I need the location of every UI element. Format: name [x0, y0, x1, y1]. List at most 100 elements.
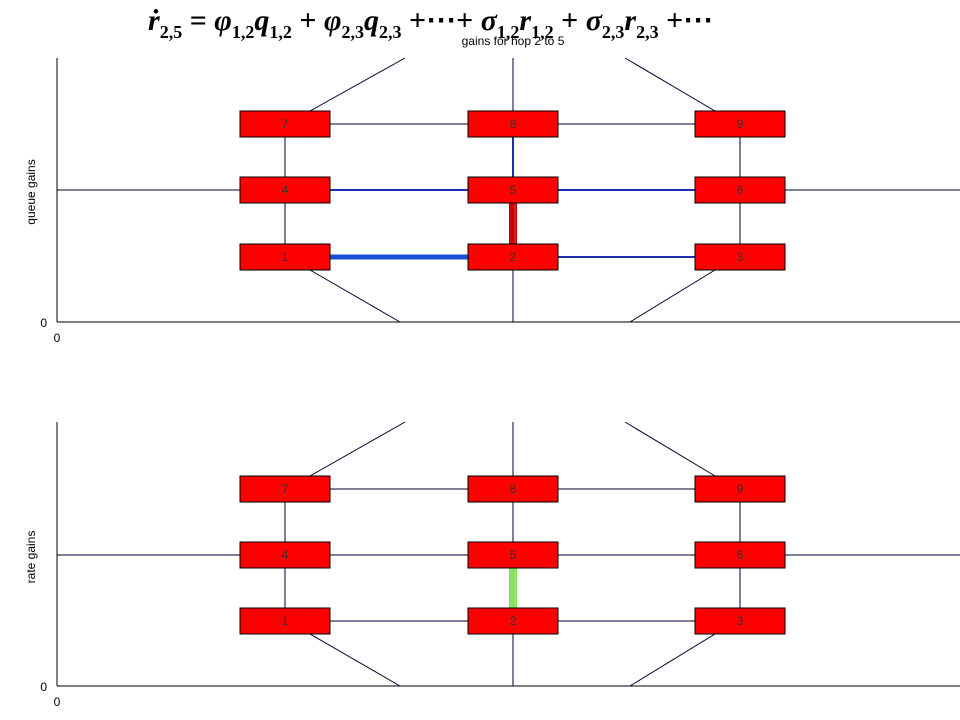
subtitle: gains for hop 2 to 5	[462, 34, 565, 48]
node-box	[467, 475, 559, 503]
node-4: 4	[239, 541, 331, 569]
node-box	[239, 243, 331, 271]
equation: ṙ2,5 = φ1,2q1,2 + φ2,3q2,3 +⋯+ σ1,2r1,2 …	[148, 4, 713, 42]
edge-diagonal	[309, 269, 401, 323]
eq-t1-sym: φ	[214, 4, 232, 37]
node-label: 3	[737, 614, 744, 628]
node-box	[694, 110, 786, 138]
queue-gains-highlights	[330, 137, 695, 260]
y-zero-label: 0	[40, 316, 47, 330]
node-2: 2	[467, 243, 559, 271]
node-label: 2	[510, 614, 517, 628]
node-label: 6	[737, 183, 744, 197]
node-box	[694, 541, 786, 569]
edge-diagonal	[624, 57, 716, 112]
node-box	[694, 475, 786, 503]
eq-t2-op: +⋯+	[402, 4, 481, 37]
node-label: 9	[737, 482, 744, 496]
node-6: 6	[694, 541, 786, 569]
edge-diagonal	[309, 57, 406, 112]
node-box	[694, 176, 786, 204]
node-label: 9	[737, 117, 744, 131]
eq-t2-sym: φ	[324, 4, 342, 37]
eq-t1-sub: 1,2	[232, 22, 255, 42]
edge-diagonal	[309, 633, 401, 687]
edge-diagonal	[629, 269, 716, 323]
eq-lhs: ṙ	[148, 4, 160, 37]
rate-gains-highlights	[509, 568, 517, 608]
rate-gains-axes	[56, 422, 960, 687]
eq-t1-vsub: 1,2	[269, 22, 292, 42]
node-box	[239, 110, 331, 138]
node-3: 3	[694, 607, 786, 635]
eq-t1-op: +	[292, 4, 324, 37]
x-zero-label: 0	[54, 331, 61, 345]
edge-diagonal	[309, 421, 406, 477]
node-5: 5	[467, 541, 559, 569]
node-box	[694, 243, 786, 271]
node-box	[467, 243, 559, 271]
node-box	[467, 176, 559, 204]
node-1: 1	[239, 243, 331, 271]
node-label: 2	[510, 250, 517, 264]
node-box	[467, 541, 559, 569]
node-label: 7	[282, 117, 289, 131]
queue-gains-nodes: 1 2 3 4 5 6 7 8 9	[239, 110, 786, 271]
x-zero-label: 0	[54, 695, 61, 709]
node-label: 1	[282, 250, 289, 264]
node-label: 4	[282, 183, 289, 197]
eq-t3-op: +	[554, 4, 586, 37]
edge-diagonal	[624, 421, 716, 477]
eq-equals: =	[182, 4, 214, 37]
node-label: 3	[737, 250, 744, 264]
eq-t4-vsub: 2,3	[636, 22, 659, 42]
node-box	[694, 607, 786, 635]
node-label: 4	[282, 548, 289, 562]
node-2: 2	[467, 607, 559, 635]
node-4: 4	[239, 176, 331, 204]
eq-t4-sym: σ	[586, 4, 603, 37]
node-label: 8	[510, 117, 517, 131]
node-box	[467, 110, 559, 138]
node-5: 5	[467, 176, 559, 204]
node-9: 9	[694, 110, 786, 138]
node-7: 7	[239, 110, 331, 138]
eq-t1-var: q	[254, 4, 269, 37]
node-label: 1	[282, 614, 289, 628]
eq-lhs-sub: 2,5	[160, 22, 183, 42]
eq-t2-var: q	[364, 4, 379, 37]
rate-gains-panel: 1 2 3 4 5 6 7 8 9 rate gains 0 0	[24, 421, 960, 709]
y-zero-label: 0	[40, 680, 47, 694]
node-box	[239, 475, 331, 503]
node-label: 5	[510, 183, 517, 197]
node-box	[239, 607, 331, 635]
node-box	[239, 541, 331, 569]
node-label: 5	[510, 548, 517, 562]
node-label: 8	[510, 482, 517, 496]
eq-t3-sub: 1,2	[497, 22, 520, 42]
node-label: 6	[737, 548, 744, 562]
y-axis-label: rate gains	[24, 531, 38, 584]
eq-t4-sub: 2,3	[602, 22, 625, 42]
node-6: 6	[694, 176, 786, 204]
node-8: 8	[467, 475, 559, 503]
rate-gains-nodes: 1 2 3 4 5 6 7 8 9	[239, 475, 786, 635]
node-label: 7	[282, 482, 289, 496]
node-7: 7	[239, 475, 331, 503]
node-box	[239, 176, 331, 204]
eq-t3-sym: σ	[481, 4, 498, 37]
node-1: 1	[239, 607, 331, 635]
equation-header: ṙ2,5 = φ1,2q1,2 + φ2,3q2,3 +⋯+ σ1,2r1,2 …	[148, 4, 713, 48]
eq-t4-var: r	[624, 4, 636, 37]
eq-t3-vsub: 1,2	[531, 22, 554, 42]
eq-t4-op: +⋯	[659, 4, 714, 37]
eq-t3-var: r	[519, 4, 531, 37]
node-box	[467, 607, 559, 635]
edge-diagonal	[629, 633, 716, 687]
y-axis-label: queue gains	[24, 159, 38, 224]
node-3: 3	[694, 243, 786, 271]
node-9: 9	[694, 475, 786, 503]
node-8: 8	[467, 110, 559, 138]
queue-gains-panel: 1 2 3 4 5 6 7 8 9 queue gains 0 0	[24, 57, 960, 345]
eq-t2-vsub: 2,3	[379, 22, 402, 42]
